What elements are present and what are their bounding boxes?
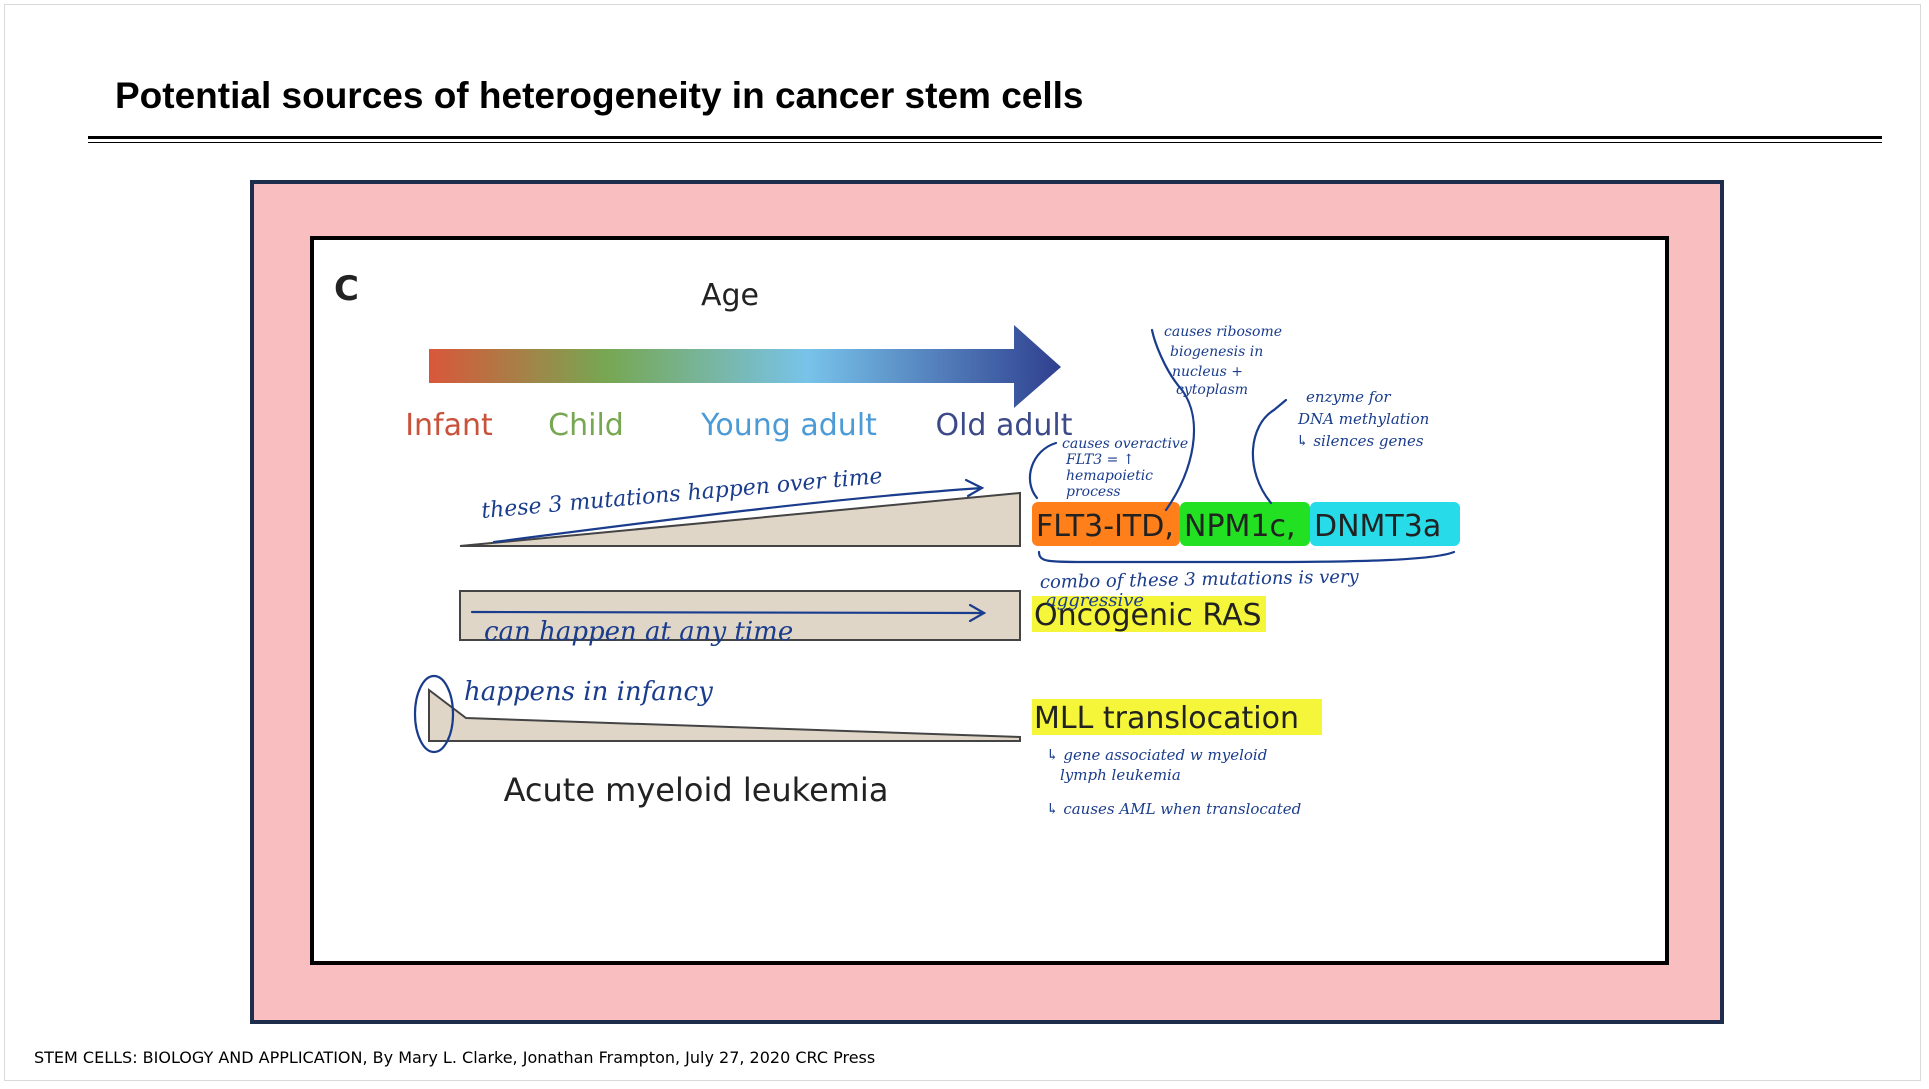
note-dnmt3a-line: enzyme for — [1306, 388, 1391, 406]
note-flt3-line: process — [1066, 484, 1121, 500]
age-label-child: Child — [548, 408, 624, 443]
note-combo-line: combo of these 3 mutations is very — [1040, 566, 1360, 593]
citation: STEM CELLS: BIOLOGY AND APPLICATION, By … — [34, 1048, 876, 1067]
note-npm1: causes ribosome biogenesis in nucleus + … — [1164, 324, 1282, 398]
flt3-bracket — [1028, 441, 1058, 500]
constant-band — [459, 590, 1021, 641]
mutation-oncogenic-ras: Oncogenic RAS — [1034, 598, 1262, 633]
note-mll: ↳ gene associated w myeloid lymph leukem… — [1046, 746, 1301, 818]
note-dnmt3a-line: ↳ silences genes — [1296, 432, 1424, 450]
any-time-arrowhead — [968, 603, 987, 623]
combo-brace — [1037, 550, 1456, 564]
age-label-infant: Infant — [405, 408, 493, 443]
age-axis-title: Age — [701, 278, 759, 313]
note-infancy: happens in infancy — [464, 677, 713, 707]
mutation-dnmt3a: DNMT3a — [1314, 509, 1441, 544]
age-label-young-adult: Young adult — [700, 408, 877, 443]
note-dnmt3a-line: DNA methylation — [1297, 410, 1429, 428]
slide-title: Potential sources of heterogeneity in ca… — [115, 75, 1084, 116]
title-rule-thick — [88, 136, 1882, 139]
ras-highlight — [1032, 596, 1266, 632]
mll-highlight — [1032, 699, 1322, 735]
age-label-old-adult: Old adult — [935, 408, 1072, 443]
note-flt3-line: FLT3 = ↑ — [1065, 452, 1134, 468]
note-flt3-line: causes overactive — [1062, 436, 1188, 452]
note-mll-second: ↳ causes AML when translocated — [1046, 800, 1301, 818]
npm1-pointer — [1150, 328, 1195, 512]
note-flt3: causes overactive FLT3 = ↑ hemapoietic p… — [1062, 436, 1188, 500]
note-npm1-line: biogenesis in — [1170, 344, 1263, 360]
mutation-npm1: NPM1c, — [1184, 509, 1296, 544]
mutation-mll-translocation: MLL translocation — [1034, 701, 1299, 736]
infancy-wedge — [428, 687, 1021, 742]
flt3-highlight — [1032, 502, 1180, 546]
note-npm1-line: nucleus + — [1172, 364, 1243, 380]
note-combo-line: aggressive — [1046, 590, 1144, 611]
any-time-arrow-line — [470, 610, 986, 615]
mutation-flt3: FLT3-ITD, — [1036, 509, 1174, 544]
dnmt3a-highlight — [1310, 502, 1460, 546]
slide-frame — [4, 4, 1921, 1081]
note-dnmt3a: enzyme for DNA methylation ↳ silences ge… — [1296, 388, 1429, 450]
figure-panel: C Age Infant Child Young adult Old adult… — [310, 236, 1669, 965]
note-npm1-line: cytoplasm — [1176, 382, 1248, 398]
over-time-arrow-line — [492, 486, 984, 544]
dnmt3a-pointer — [1251, 398, 1288, 505]
note-mll-line: lymph leukemia — [1060, 766, 1181, 784]
npm1-highlight — [1180, 502, 1310, 546]
increasing-wedge — [459, 491, 1021, 547]
note-flt3-line: hemapoietic — [1066, 468, 1153, 484]
infancy-circle — [413, 674, 455, 754]
note-any-time: can happen at any time — [484, 617, 793, 647]
note-mll-line: ↳ gene associated w myeloid — [1046, 746, 1267, 764]
age-gradient-arrow — [429, 325, 1061, 408]
title-rule-thin — [88, 142, 1882, 143]
note-npm1-line: causes ribosome — [1164, 324, 1282, 340]
panel-letter: C — [334, 269, 359, 309]
over-time-arrowhead — [964, 478, 985, 498]
figure-caption: Acute myeloid leukemia — [504, 771, 889, 809]
ink-strokes — [413, 328, 1456, 754]
figure-svg: C Age Infant Child Young adult Old adult… — [334, 269, 1460, 818]
